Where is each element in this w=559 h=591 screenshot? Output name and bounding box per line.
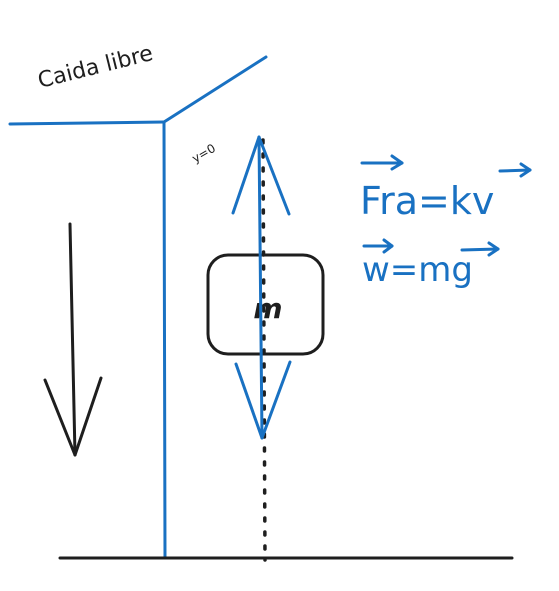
origin-label: y=0: [190, 141, 218, 166]
vector-arrow-icon: [360, 154, 404, 171]
equation-text: Fra=kv: [360, 179, 494, 223]
vector-arrow-icon: [362, 238, 394, 254]
cliff-outline: [8, 55, 268, 560]
drag-force-arrowhead: [231, 135, 291, 216]
equation-drag-force: Fra=kv: [360, 154, 532, 223]
cliff-slope-edge: [162, 55, 268, 124]
diagram-title: Caida libre: [35, 41, 155, 94]
force-axis-line: [257, 135, 264, 440]
fall-direction-arrow: [43, 222, 103, 457]
mass-label: m: [253, 292, 282, 325]
trajectory-dotted-line: [261, 138, 267, 562]
cliff-wall: [162, 120, 167, 560]
mass-block: [206, 253, 325, 356]
equation-weight: w=mg: [362, 238, 500, 290]
cliff-top-edge: [8, 120, 166, 126]
vector-arrow-icon: [460, 241, 500, 257]
force-vectors: [231, 135, 292, 440]
equations: Fra=kv w=mg: [360, 154, 532, 290]
equation-text: w=mg: [362, 250, 473, 290]
weight-force-arrowhead: [234, 360, 292, 440]
vector-arrow-icon: [498, 162, 532, 178]
